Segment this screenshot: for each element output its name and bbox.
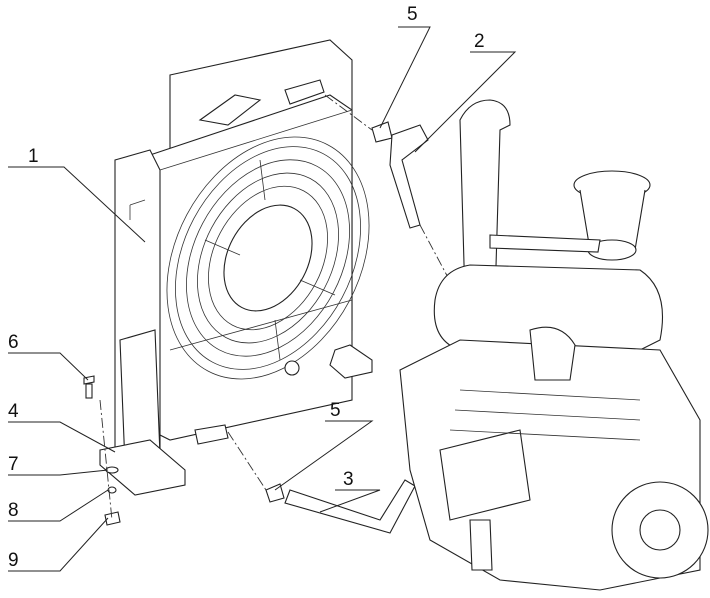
hoses — [194, 79, 461, 534]
callout-9: 9 — [8, 550, 19, 571]
callout-5-upper: 5 — [407, 4, 418, 25]
callout-3: 3 — [343, 469, 354, 490]
callout-1: 1 — [28, 146, 39, 167]
callout-7: 7 — [8, 454, 19, 475]
callout-4: 4 — [8, 401, 19, 422]
callout-2: 2 — [474, 31, 485, 52]
callout-8: 8 — [8, 500, 19, 521]
fan-guard — [166, 136, 370, 380]
fasteners — [83, 375, 121, 526]
callout-5-lower: 5 — [330, 400, 341, 421]
callout-6: 6 — [8, 332, 19, 353]
leader-lines — [8, 26, 517, 572]
engine — [399, 99, 709, 591]
